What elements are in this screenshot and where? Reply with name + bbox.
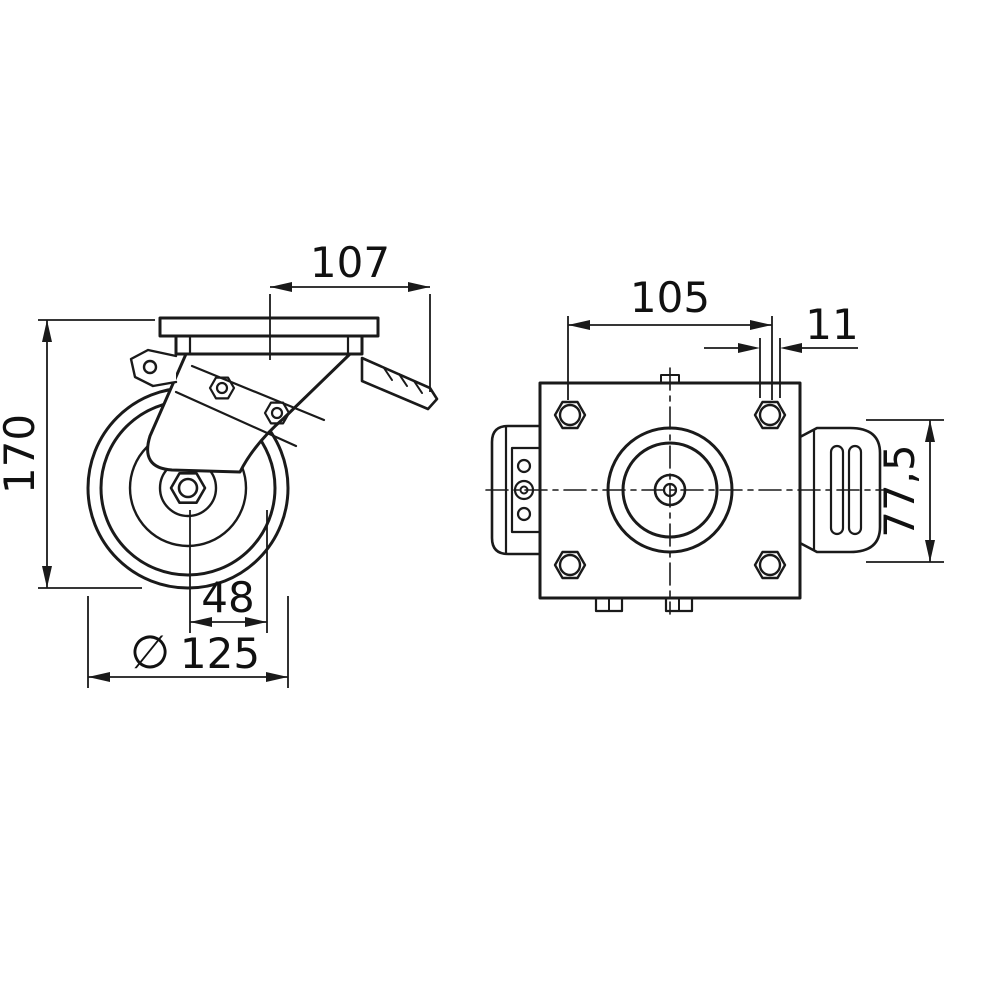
mounting-plate-top — [538, 374, 802, 613]
dim-11-label: 11 — [805, 300, 858, 349]
dim-107-label: 107 — [310, 238, 390, 287]
dim-77-5 — [866, 419, 944, 563]
dimension-labels: 107 170 48 ∅ 125 105 11 77,5 — [0, 238, 924, 679]
centerlines — [485, 367, 889, 615]
dim-125-label: 125 — [180, 629, 260, 678]
dimension-lines — [38, 282, 944, 688]
axle-hub — [169, 471, 207, 505]
brake-pedal-side — [360, 356, 439, 411]
brake-latch — [129, 348, 178, 388]
dim-107 — [269, 282, 431, 392]
swivel-fork — [146, 352, 352, 474]
diameter-symbol: ∅ — [130, 625, 170, 679]
fork-bolts — [208, 376, 291, 425]
mounting-plate-side — [158, 316, 380, 356]
swivel-bearing — [606, 426, 734, 554]
top-view — [485, 367, 889, 615]
dim-48 — [189, 510, 268, 633]
wheel-top — [490, 424, 542, 556]
dim-105-label: 105 — [630, 273, 710, 322]
brake-pedal-top — [798, 426, 882, 554]
side-view — [86, 316, 439, 590]
dim-48-label: 48 — [201, 573, 254, 622]
dim-77-5-label: 77,5 — [875, 444, 924, 538]
dim-170 — [38, 319, 155, 589]
bolt-holes — [553, 400, 787, 580]
dim-105 — [567, 316, 773, 400]
dim-170-label: 170 — [0, 414, 44, 494]
dim-11 — [704, 338, 858, 398]
dim-125 — [87, 596, 289, 688]
